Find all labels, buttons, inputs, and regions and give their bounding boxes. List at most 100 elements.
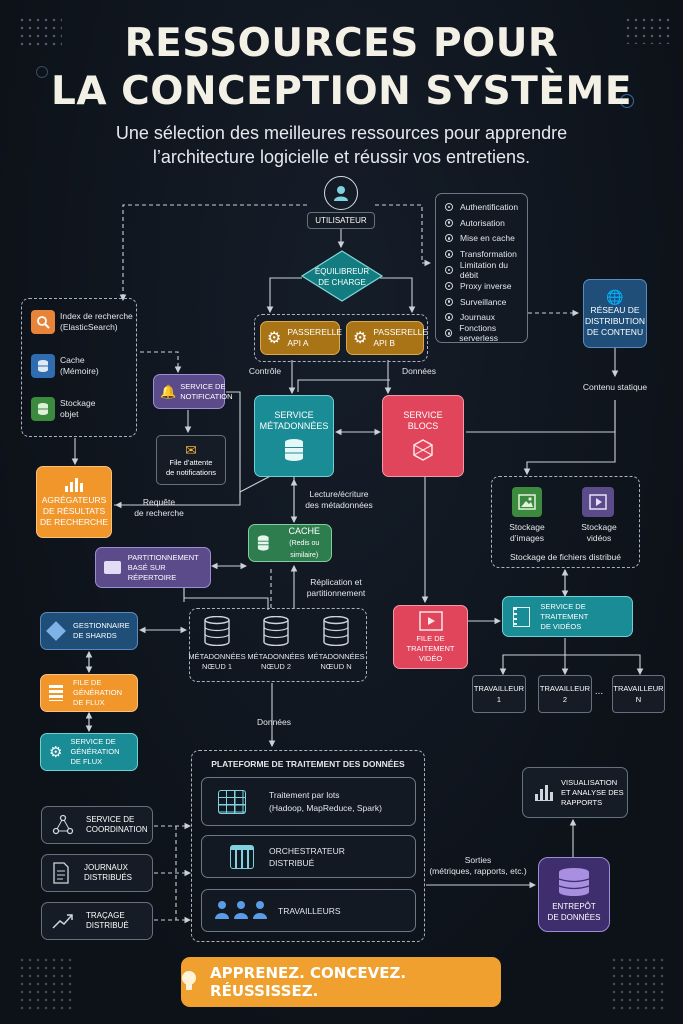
search-resources-group xyxy=(21,298,137,437)
subtitle-line1: Une sélection des meilleures ressources … xyxy=(115,123,568,143)
database-icon xyxy=(204,616,230,646)
user-icon xyxy=(324,176,358,210)
gateway-feature-item: Proxy inverse xyxy=(445,278,527,294)
search-index-label: Index de recherche(ElasticSearch) xyxy=(60,311,133,332)
bullet-icon xyxy=(445,329,453,338)
cube-icon xyxy=(46,621,66,641)
data-label-2: Données xyxy=(256,717,292,727)
gateway-feature-item: Fonctions serverless xyxy=(445,323,527,343)
decorative-dot-grid-bottom-right xyxy=(610,956,666,1012)
page-title-line1: RESSOURCES POUR xyxy=(124,21,559,66)
document-icon xyxy=(53,862,69,884)
cdn-node: 🌐 RÉSEAU DE DISTRIBUTION DE CONTENU xyxy=(583,279,647,348)
api-gateway-b-line1: PASSERELLE xyxy=(373,327,428,337)
database-icon xyxy=(558,867,590,896)
gear-icon: ⚙ xyxy=(49,743,63,761)
bar-chart-icon xyxy=(65,476,83,492)
bullet-icon xyxy=(445,281,453,290)
gateway-feature-item: Authentification xyxy=(445,199,527,215)
network-icon xyxy=(52,814,74,835)
gateway-feature-item: Journaux xyxy=(445,310,527,326)
grid-icon xyxy=(218,790,246,814)
database-icon xyxy=(257,535,269,551)
bullet-icon xyxy=(445,234,453,243)
decorative-ring-icon xyxy=(620,94,634,108)
cdn-line2: DISTRIBUTION xyxy=(585,316,645,326)
workers-ellipsis: ... xyxy=(594,686,604,697)
redis-cache: CACHE(Redis ou similaire) xyxy=(248,524,332,562)
calendar-icon xyxy=(230,845,254,869)
gateway-feature-item: Limitation du débit xyxy=(445,260,527,280)
batch-processing: Traitement par lots (Hadoop, MapReduce, … xyxy=(201,777,416,826)
api-gateway-a-line2: API A xyxy=(287,338,309,348)
distributed-storage-title: Stockage de fichiers distribué xyxy=(509,552,622,562)
bullet-icon xyxy=(445,313,453,322)
distributed-storage-group xyxy=(491,476,640,568)
metadata-nodes-group xyxy=(189,608,367,682)
database-icon xyxy=(31,354,55,378)
bullet-icon xyxy=(445,218,453,227)
decorative-dot-grid-bottom-left xyxy=(18,956,74,1012)
bullet-icon xyxy=(445,202,453,211)
platform-workers: TRAVAILLEURS xyxy=(201,889,416,932)
bullet-icon xyxy=(445,297,453,306)
data-warehouse: ENTREPÔT DE DONNÉES xyxy=(538,857,610,932)
lightbulb-icon xyxy=(181,971,196,993)
database-icon xyxy=(263,616,289,646)
film-icon xyxy=(418,610,443,631)
decorative-ring-icon xyxy=(36,66,48,78)
api-gateway-a-line1: PASSERELLE xyxy=(287,327,342,337)
decorative-dot-grid-top-right xyxy=(624,16,672,44)
magnifier-icon xyxy=(31,310,55,334)
stack-icon xyxy=(49,685,63,701)
gear-icon: ⚙ xyxy=(267,329,282,347)
storage-icon xyxy=(31,397,55,421)
database-icon xyxy=(285,439,303,461)
gateway-feature-item: Autorisation xyxy=(445,215,527,231)
people-icon xyxy=(214,900,268,920)
api-gateway-b-line2: API B xyxy=(373,338,396,348)
distributed-orchestrator: ORCHESTRATEUR DISTRIBUÉ xyxy=(201,835,416,878)
gateway-feature-item: Surveillance xyxy=(445,294,527,310)
gateway-feature-item: Transformation xyxy=(445,246,527,262)
envelope-icon: ✉ xyxy=(185,442,197,458)
film-strip-icon xyxy=(513,606,531,627)
bell-icon: 🔔 xyxy=(160,384,177,399)
folder-icon xyxy=(104,561,121,574)
load-balancer-line1: ÉQUILIBREUR xyxy=(314,267,370,276)
video-icon xyxy=(582,487,614,517)
search-aggregator: AGRÉGATEURS DE RÉSULTATS DE RECHERCHE xyxy=(36,466,112,538)
cube-icon xyxy=(413,439,433,461)
data-label: Données xyxy=(401,366,437,376)
cdn-line1: RÉSEAU DE xyxy=(590,305,640,315)
gear-icon: ⚙ xyxy=(353,329,368,347)
metadata-service: SERVICE MÉTADONNÉES xyxy=(254,395,334,477)
data-platform-title: PLATEFORME DE TRAITEMENT DES DONNÉES xyxy=(211,759,405,769)
subtitle-line2: l’architecture logicielle et réussir vos… xyxy=(152,147,531,167)
bar-chart-icon xyxy=(535,784,553,801)
control-label: Contrôle xyxy=(248,366,282,376)
outputs-label: Sorties(métriques, rapports, etc.) xyxy=(429,855,527,876)
static-content-label: Contenu statique xyxy=(582,382,648,392)
page-title-line2: LA CONCEPTION SYSTÈME xyxy=(51,69,632,114)
image-icon xyxy=(512,487,542,517)
